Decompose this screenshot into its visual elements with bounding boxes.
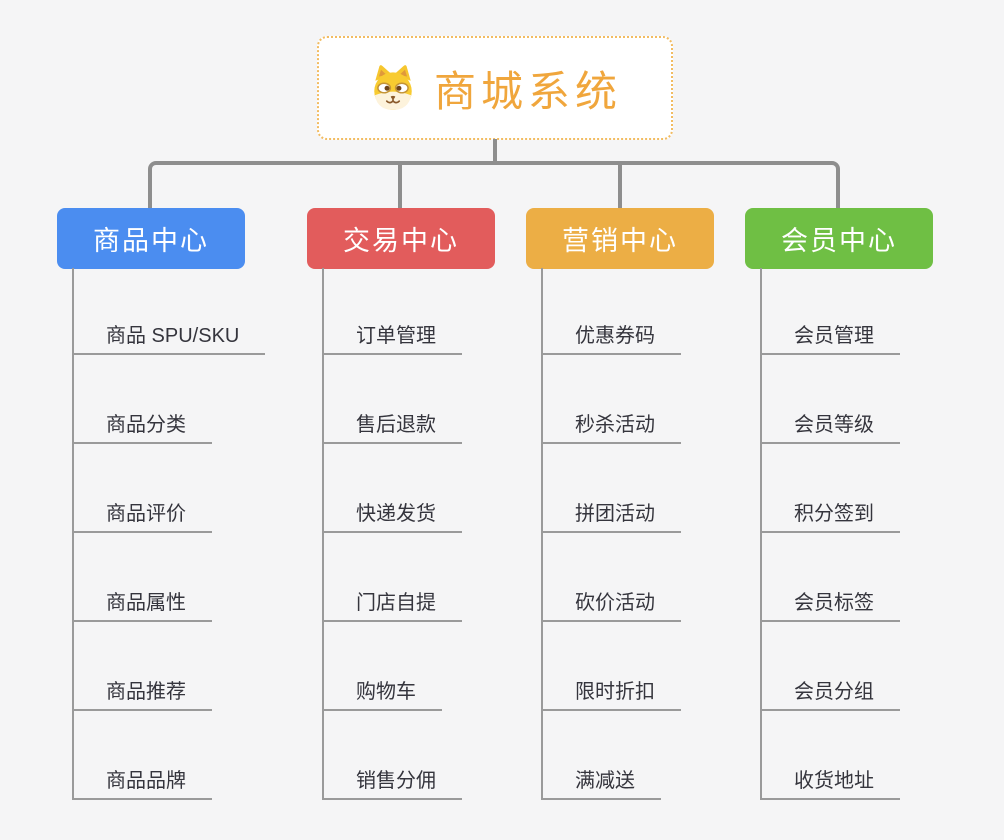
leaf-topic[interactable]: 满减送 <box>541 766 661 800</box>
leaf-topic[interactable]: 会员管理 <box>760 321 900 355</box>
leaf-topic[interactable]: 商品品牌 <box>72 766 212 800</box>
leaf-topic[interactable]: 售后退款 <box>322 410 462 444</box>
leaf-topic[interactable]: 商品评价 <box>72 499 212 533</box>
leaf-topic[interactable]: 商品 SPU/SKU <box>72 321 266 355</box>
trunk-line-branch-4 <box>760 268 762 800</box>
branch-trade-center[interactable]: 交易中心 <box>307 208 495 269</box>
branch-member-center[interactable]: 会员中心 <box>745 208 933 269</box>
leaf-topic[interactable]: 收货地址 <box>760 766 900 800</box>
root-topic-label: 商城系统 <box>433 67 622 115</box>
leaf-topic[interactable]: 会员等级 <box>760 410 900 444</box>
leaf-topic[interactable]: 秒杀活动 <box>541 410 681 444</box>
root-topic[interactable]: 商城系统 <box>317 36 673 140</box>
leaf-topic[interactable]: 商品推荐 <box>72 677 212 711</box>
leaf-topic[interactable]: 销售分佣 <box>322 766 462 800</box>
leaf-topic[interactable]: 限时折扣 <box>541 677 681 711</box>
leaf-topic[interactable]: 会员分组 <box>760 677 900 711</box>
leaf-topic[interactable]: 门店自提 <box>322 588 462 622</box>
connector-drop-branch-2 <box>398 163 402 208</box>
branch-product-center[interactable]: 商品中心 <box>57 208 245 269</box>
leaf-topic[interactable]: 快递发货 <box>322 499 462 533</box>
dog-face-icon <box>374 65 412 110</box>
leaf-topic[interactable]: 拼团活动 <box>541 499 681 533</box>
branch-marketing-center[interactable]: 营销中心 <box>526 208 714 269</box>
trunk-line-branch-1 <box>72 268 74 800</box>
connector-root-stem <box>493 139 497 163</box>
leaf-topic[interactable]: 优惠券码 <box>541 321 681 355</box>
leaf-topic[interactable]: 订单管理 <box>322 321 462 355</box>
trunk-line-branch-2 <box>322 268 324 800</box>
connector-drop-branch-3 <box>618 163 622 208</box>
connector-bus <box>148 161 840 208</box>
leaf-topic[interactable]: 商品分类 <box>72 410 212 444</box>
leaf-topic[interactable]: 积分签到 <box>760 499 900 533</box>
leaf-topic[interactable]: 购物车 <box>322 677 442 711</box>
leaf-topic[interactable]: 会员标签 <box>760 588 900 622</box>
trunk-line-branch-3 <box>541 268 543 800</box>
leaf-topic[interactable]: 砍价活动 <box>541 588 681 622</box>
leaf-topic[interactable]: 商品属性 <box>72 588 212 622</box>
